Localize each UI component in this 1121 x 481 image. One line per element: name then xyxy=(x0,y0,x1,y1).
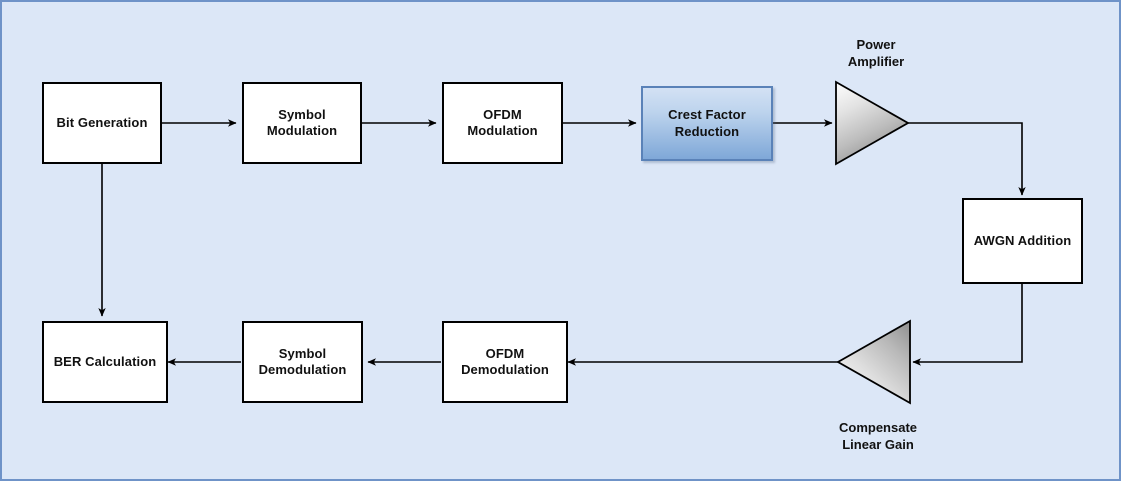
node-symbol-modulation[interactable]: Symbol Modulation xyxy=(242,82,362,164)
node-ofdm-modulation[interactable]: OFDM Modulation xyxy=(442,82,563,164)
node-awgn-addition-label: AWGN Addition xyxy=(973,232,1072,248)
node-crest-factor-reduction[interactable]: Crest Factor Reduction xyxy=(641,86,773,161)
node-symbol-demodulation-label: Symbol Demodulation xyxy=(258,345,347,377)
compensate-linear-gain-symbol xyxy=(836,319,911,405)
node-ofdm-modulation-label: OFDM Modulation xyxy=(467,106,538,138)
connector-pa-to-awgn xyxy=(907,122,1026,196)
power-amplifier-symbol xyxy=(835,80,910,166)
node-awgn-addition[interactable]: AWGN Addition xyxy=(962,198,1083,284)
node-crest-factor-reduction-label: Crest Factor Reduction xyxy=(668,107,746,139)
node-ofdm-demodulation[interactable]: OFDM Demodulation xyxy=(442,321,568,403)
connector-awgn-to-comp xyxy=(912,284,1023,366)
node-symbol-demodulation[interactable]: Symbol Demodulation xyxy=(242,321,363,403)
node-ofdm-demodulation-label: OFDM Demodulation xyxy=(461,345,549,377)
node-bit-generation-label: Bit Generation xyxy=(56,114,148,130)
node-symbol-modulation-label: Symbol Modulation xyxy=(266,106,338,138)
node-ber-calculation-label: BER Calculation xyxy=(53,353,157,369)
node-bit-generation[interactable]: Bit Generation xyxy=(42,82,162,164)
label-compensate-linear-gain: Compensate Linear Gain xyxy=(838,420,918,452)
label-power-amplifier: Power Amplifier xyxy=(847,37,905,69)
node-ber-calculation[interactable]: BER Calculation xyxy=(42,321,168,403)
